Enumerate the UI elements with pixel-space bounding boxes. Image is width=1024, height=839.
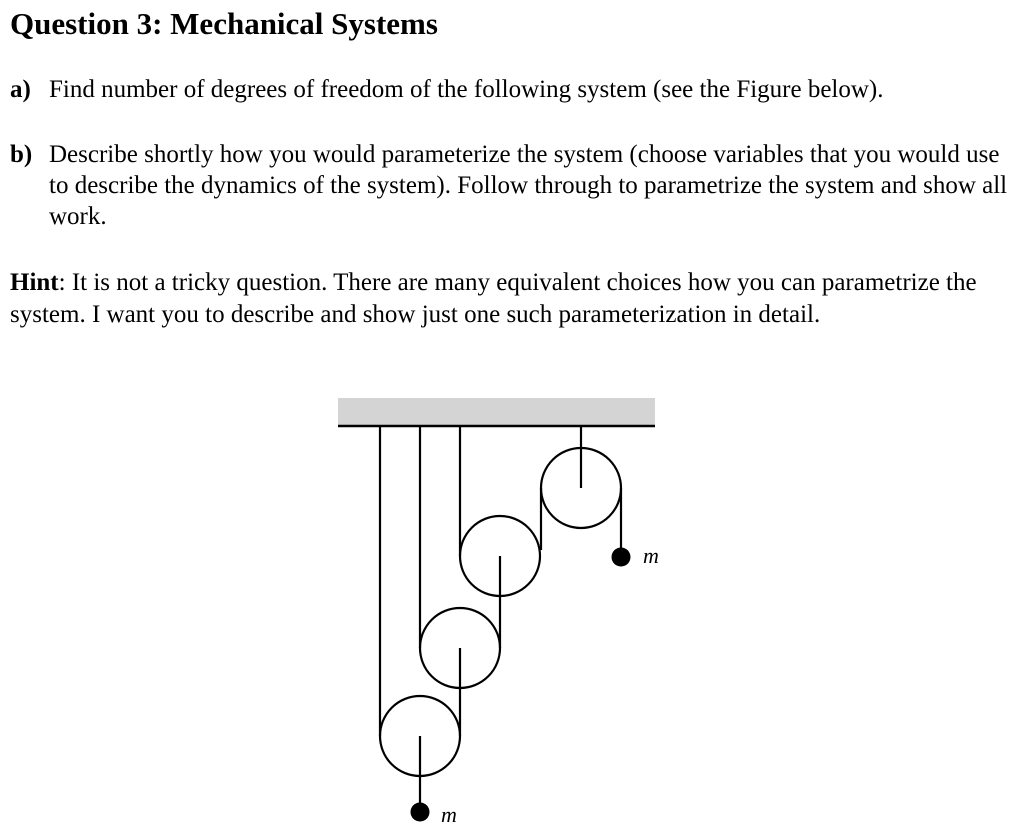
mass-right-label: m — [643, 543, 659, 568]
question-part-a: a) Find number of degrees of freedom of … — [10, 74, 1018, 105]
question-title: Question 3: Mechanical Systems — [10, 6, 438, 41]
part-b-text: Describe shortly how you would parameter… — [49, 141, 1008, 230]
part-b-marker: b) — [10, 141, 33, 168]
part-a-text: Find number of degrees of freedom of the… — [49, 76, 884, 103]
mass-bottom-label: m — [441, 802, 457, 827]
hint-label: Hint — [10, 269, 59, 296]
mass-right — [611, 547, 631, 567]
part-a-marker: a) — [10, 76, 31, 103]
mass-bottom — [410, 802, 430, 822]
hint-paragraph: Hint: It is not a tricky question. There… — [10, 267, 1018, 331]
ceiling-support — [338, 398, 655, 425]
hint-text: : It is not a tricky question. There are… — [10, 269, 977, 328]
question-part-b: b) Describe shortly how you would parame… — [10, 139, 1018, 232]
